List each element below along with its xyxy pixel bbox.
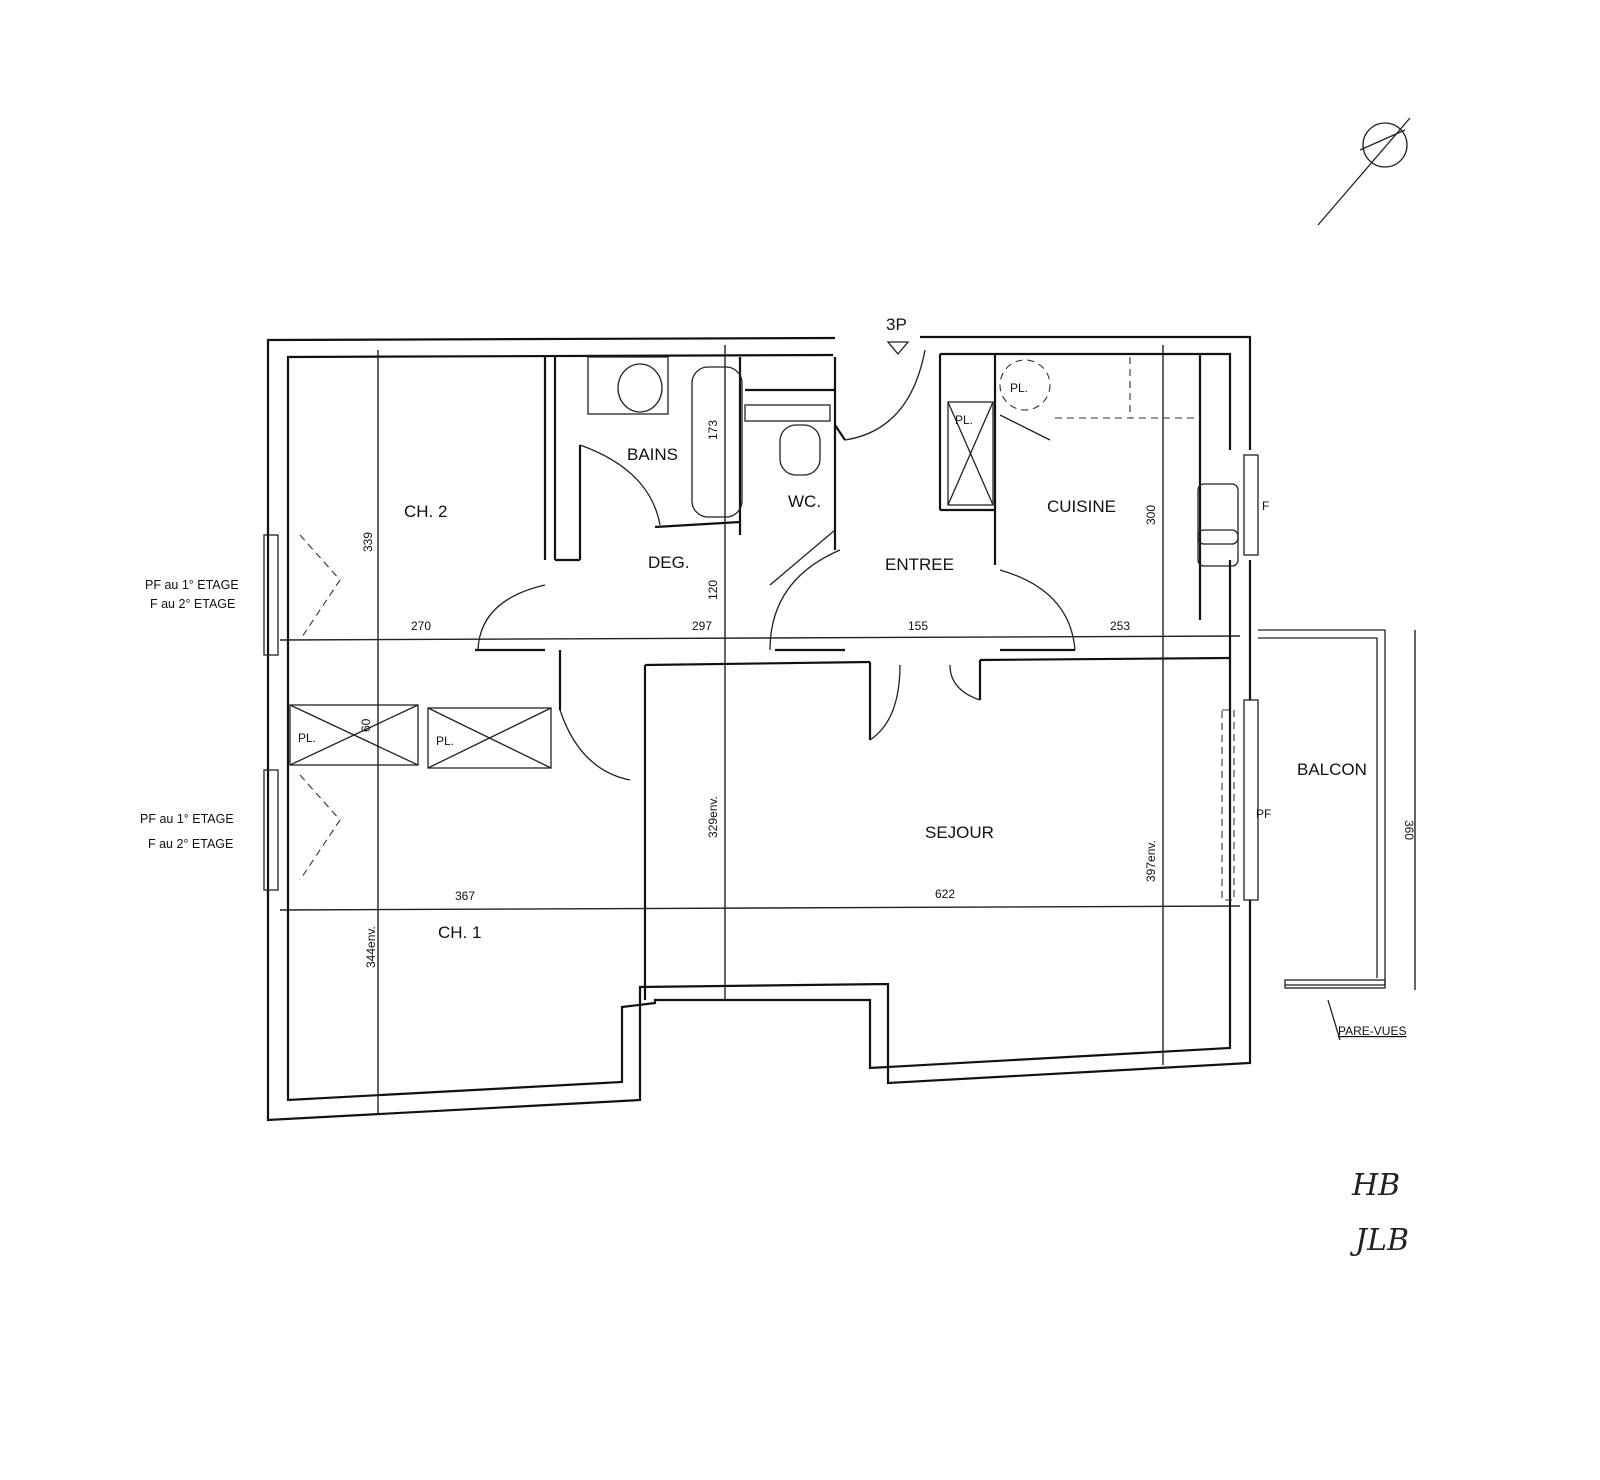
signature: HB <box>1351 1168 1400 1203</box>
dim-label: 297 <box>692 619 712 633</box>
exterior-walls <box>263 335 1259 1122</box>
bathtub-icon <box>691 366 743 518</box>
window-note: PF au 1° ETAGE <box>145 578 239 592</box>
washbasin-icon <box>617 363 663 413</box>
dim-label: 360 <box>1402 820 1416 840</box>
closets <box>289 401 1235 901</box>
dim-label: 367 <box>455 889 475 903</box>
boiler-icon <box>999 359 1051 411</box>
pare-vues-label: PARE-VUES <box>1338 1024 1406 1038</box>
room-label-ch2: CH. 2 <box>404 502 447 521</box>
dim-label: 339 <box>361 532 375 552</box>
window-label: F <box>1262 499 1269 513</box>
room-label-sejour: SEJOUR <box>925 823 994 842</box>
placard-label: PL. <box>298 731 316 745</box>
door-swings <box>477 349 1076 781</box>
dimension-lines <box>279 345 1416 1115</box>
room-label-wc: WC. <box>788 492 821 511</box>
balcony <box>1258 629 1386 989</box>
dim-label: 155 <box>908 619 928 633</box>
window-note: F au 2° ETAGE <box>148 837 233 851</box>
room-label-ch1: CH. 1 <box>438 923 481 942</box>
dim-label: 622 <box>935 887 955 901</box>
dim-label: 344env. <box>364 926 378 968</box>
window-note: PF au 1° ETAGE <box>140 812 234 826</box>
window-note: F au 2° ETAGE <box>150 597 235 611</box>
dim-label: 120 <box>706 580 720 600</box>
dim-label: 270 <box>411 619 431 633</box>
bathroom-fixtures <box>587 356 1239 567</box>
dim-label: 397env. <box>1144 840 1158 882</box>
french-window-label: PF <box>1256 807 1271 821</box>
placard-label: PL. <box>1010 381 1028 395</box>
toilet-icon <box>779 424 821 476</box>
placard-label: PL. <box>436 734 454 748</box>
apartment-type-label: 3P <box>886 315 907 334</box>
interior-walls <box>475 354 1231 1000</box>
dim-label: 300 <box>1144 505 1158 525</box>
signature: JLB <box>1349 1223 1409 1258</box>
room-label-cuisine: CUISINE <box>1047 497 1116 516</box>
placard-label: PL. <box>955 413 973 427</box>
entrance-marker-icon <box>886 341 910 356</box>
dim-label: 60 <box>359 718 373 732</box>
dim-label: 253 <box>1110 619 1130 633</box>
room-label-bains: BAINS <box>627 445 678 464</box>
dim-label: 329env. <box>706 796 720 838</box>
room-label-balcon: BALCON <box>1297 760 1367 779</box>
dim-label: 173 <box>706 420 720 440</box>
north-arrow-icon <box>1317 117 1411 226</box>
sink-icon <box>1197 483 1239 545</box>
room-label-deg: DEG. <box>648 553 690 572</box>
room-label-entree: ENTREE <box>885 555 954 574</box>
